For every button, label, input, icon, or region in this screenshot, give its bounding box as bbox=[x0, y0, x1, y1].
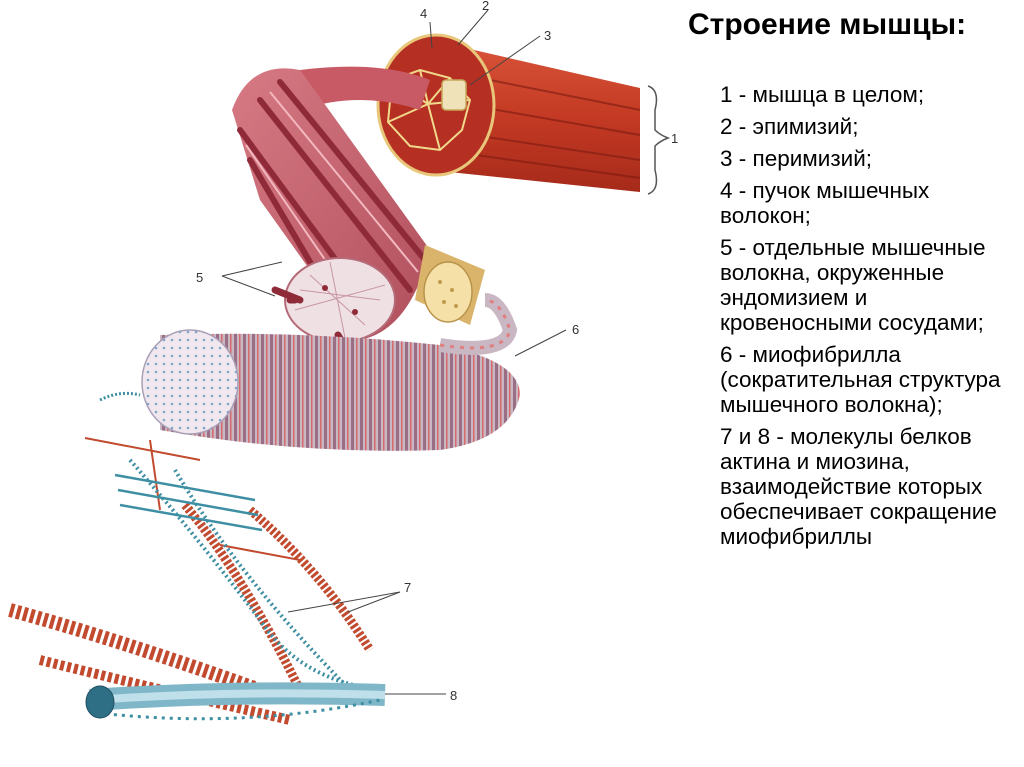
muscle-structure-diagram: 4 2 3 1 5 6 7 8 bbox=[8, 0, 678, 725]
label-3: 3 bbox=[544, 28, 551, 43]
label-5: 5 bbox=[196, 270, 203, 285]
label-2: 2 bbox=[482, 0, 489, 13]
actin-filaments bbox=[8, 437, 374, 725]
label-8: 8 bbox=[450, 688, 457, 703]
legend-item-3: 3 - перимизий; bbox=[720, 146, 873, 171]
label-6: 6 bbox=[572, 322, 579, 337]
label-1: 1 bbox=[671, 131, 678, 146]
label-7: 7 bbox=[404, 580, 411, 595]
legend-item-7-8: 7 и 8 - молекулы белков актина и миозина… bbox=[720, 424, 997, 549]
legend-list: 1 - мышца в целом; 2 - эпимизий; 3 - пер… bbox=[720, 82, 1020, 556]
legend-item-1: 1 - мышца в целом; bbox=[720, 82, 925, 107]
legend-item-5: 5 - отдельные мышечные волокна, окруженн… bbox=[720, 235, 986, 335]
label-leaders bbox=[221, 9, 567, 695]
label-4: 4 bbox=[420, 6, 427, 21]
legend-item-4: 4 - пучок мышечных волокон; bbox=[720, 178, 930, 228]
myosin-filaments bbox=[85, 391, 386, 721]
myofibril bbox=[141, 293, 520, 451]
legend-item-6: 6 - миофибрилла (сократительная структур… bbox=[720, 342, 1001, 417]
single-fiber bbox=[415, 245, 485, 325]
slide-title: Строение мышцы: bbox=[688, 8, 967, 41]
muscle-fascicle bbox=[232, 66, 485, 359]
fiber-cross-sections bbox=[284, 257, 396, 343]
whole-muscle bbox=[376, 33, 671, 195]
legend-item-2: 2 - эпимизий; bbox=[720, 114, 859, 139]
